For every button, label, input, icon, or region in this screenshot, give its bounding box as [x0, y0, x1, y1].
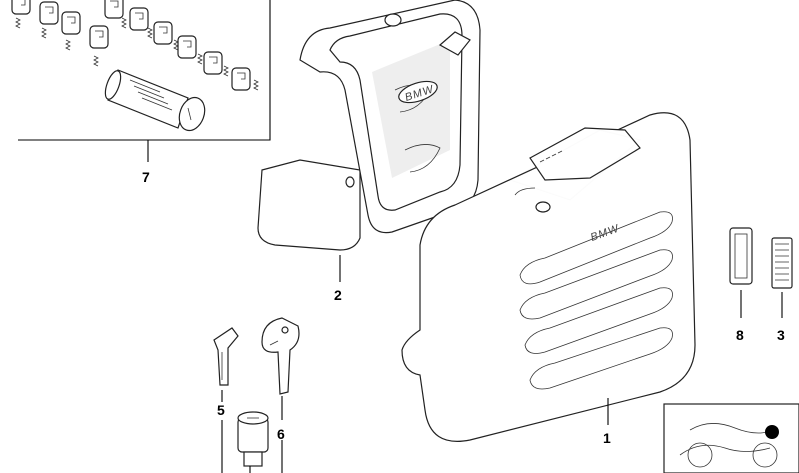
backrest-cushion: [329, 13, 463, 211]
locator-marker: [765, 425, 779, 439]
lock-tumbler-plates: [11, 0, 251, 91]
lock-barrel: [237, 411, 269, 473]
case-lid-panel: [529, 127, 641, 181]
callout-2: 2: [334, 287, 342, 303]
reflector-8: [729, 227, 753, 318]
reflector-3: [771, 237, 793, 318]
side-case: BMW: [401, 112, 696, 442]
callout-6: 6: [277, 426, 285, 442]
callout-7: 7: [142, 169, 150, 185]
case-body: [401, 112, 696, 442]
callout-3: 3: [777, 327, 785, 343]
backrest-base: [257, 159, 361, 251]
key-blank-5: [213, 327, 239, 473]
lock-cylinder: [104, 69, 206, 132]
lock-springs: [15, 17, 259, 91]
case-ribs: [519, 211, 673, 390]
key-6: [261, 317, 300, 473]
callout-1: 1: [603, 430, 611, 446]
callout-5: 5: [217, 402, 225, 418]
backrest-pad: BMW: [257, 0, 481, 282]
lock-kit-inset: [11, 0, 271, 162]
locator-thumbnail: [663, 403, 799, 473]
inset-frame: [18, 0, 271, 141]
callout-8: 8: [736, 327, 744, 343]
